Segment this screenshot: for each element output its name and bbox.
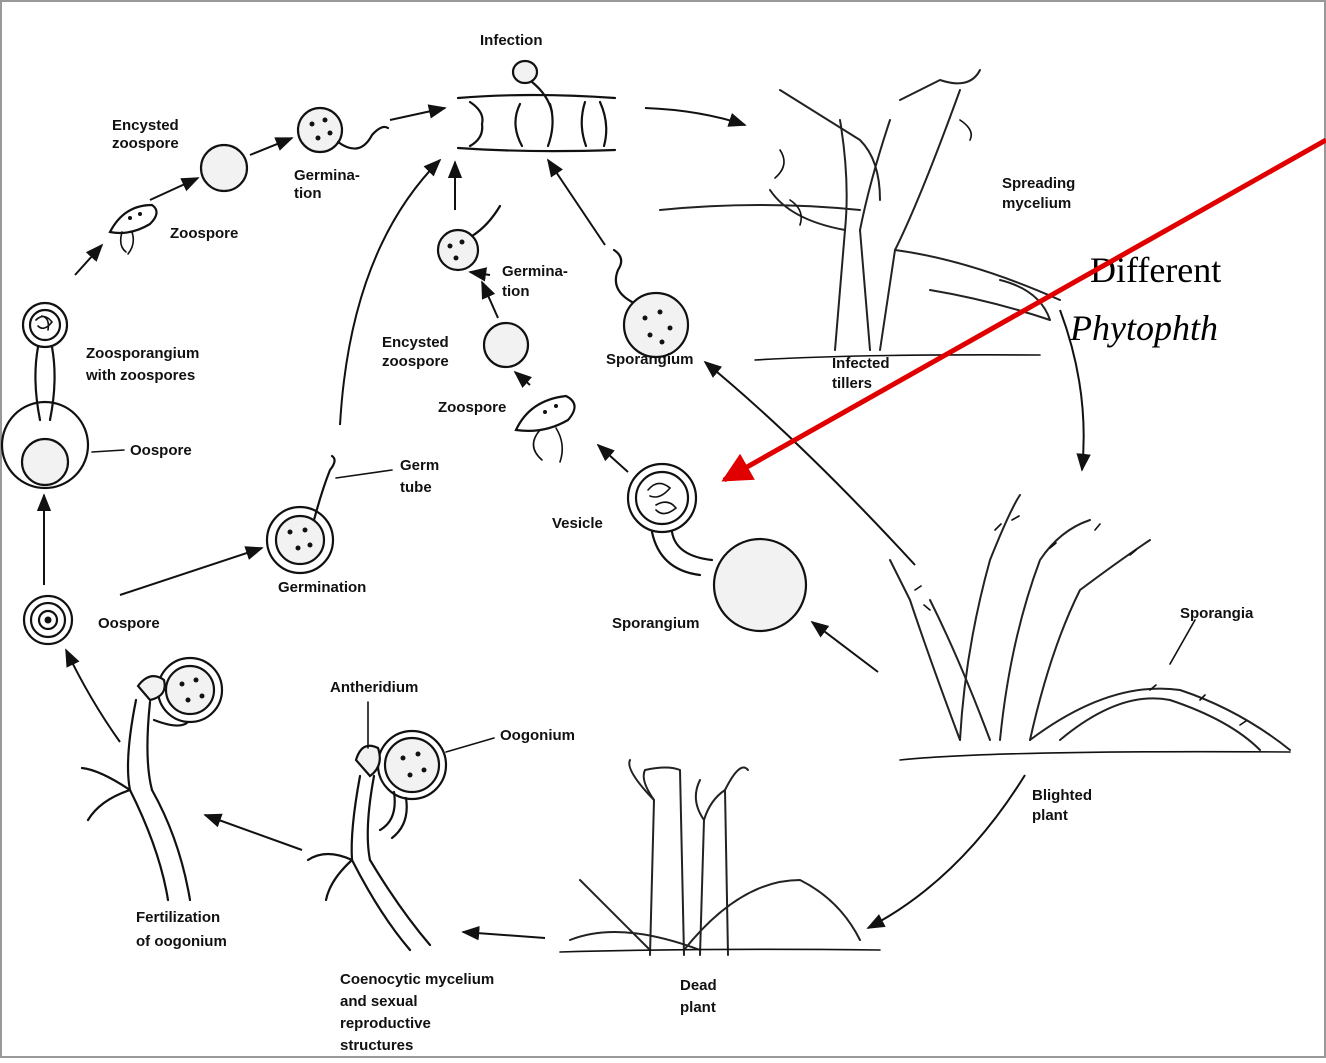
- label-germination-top-2: tion: [294, 185, 322, 202]
- label-encysted-zoospore-inner-1: Encysted: [382, 334, 449, 351]
- antheridium-oogonium: [308, 731, 446, 950]
- label-fertilization-2: of oogonium: [136, 933, 227, 950]
- label-blighted-plant-1: Blighted: [1032, 787, 1092, 804]
- label-dead-plant-1: Dead: [680, 977, 717, 994]
- encysted-zoospore-top-cell: [201, 145, 247, 191]
- label-infection: Infection: [480, 32, 543, 49]
- label-oospore-upper: Oospore: [130, 442, 192, 459]
- label-zoospore-left: Zoospore: [170, 225, 238, 242]
- dead-plant: [560, 760, 880, 955]
- label-dead-plant-2: plant: [680, 999, 716, 1016]
- label-germination-top-1: Germina-: [294, 167, 360, 184]
- infection-host-cells: [458, 61, 615, 151]
- zoospore-inner: [516, 396, 575, 462]
- label-sporangium-upper: Sporangium: [606, 351, 694, 368]
- oospore-lower-cell: [24, 596, 72, 644]
- label-spreading-mycelium-2: mycelium: [1002, 195, 1071, 212]
- label-germ-tube-2: tube: [400, 479, 432, 496]
- label-zoospore-inner: Zoospore: [438, 399, 506, 416]
- sporangium-upper-cell: [614, 250, 688, 357]
- label-zoosporangium-1: Zoosporangium: [86, 345, 199, 362]
- vesicle-sporangium: [628, 464, 806, 631]
- label-encysted-zoospore-top-1: Encysted: [112, 117, 179, 134]
- label-coenocytic-3: reproductive: [340, 1015, 431, 1032]
- callout-line-1: Different: [1090, 250, 1221, 290]
- callout-line-2: Phytophth: [1069, 308, 1218, 348]
- label-encysted-zoospore-top-2: zoospore: [112, 135, 179, 152]
- zoosporangium-left: [2, 303, 88, 488]
- label-infected-tillers-1: Infected: [832, 355, 890, 372]
- label-coenocytic-1: Coenocytic mycelium: [340, 971, 494, 988]
- label-oospore-lower: Oospore: [98, 615, 160, 632]
- label-infected-tillers-2: tillers: [832, 375, 872, 392]
- fertilization-structure: [82, 658, 222, 900]
- germinating-oospore: [267, 456, 335, 573]
- label-vesicle: Vesicle: [552, 515, 603, 532]
- label-oogonium: Oogonium: [500, 727, 575, 744]
- encysted-zoospore-inner-cell: [484, 323, 528, 367]
- label-coenocytic-2: and sexual: [340, 993, 418, 1010]
- zoospore-left: [110, 205, 157, 254]
- label-sporangium-lower: Sporangium: [612, 615, 700, 632]
- infected-tillers-plant: [660, 70, 1060, 360]
- germinating-cyst-top: [298, 108, 388, 152]
- label-germination-inner-2: tion: [502, 283, 530, 300]
- label-germination-inner-1: Germina-: [502, 263, 568, 280]
- leader-lines: [92, 450, 494, 752]
- label-germination-mid: Germination: [278, 579, 366, 596]
- germinating-cyst-inner: [438, 206, 500, 270]
- label-coenocytic-4: structures: [340, 1037, 413, 1054]
- label-spreading-mycelium-1: Spreading: [1002, 175, 1075, 192]
- label-antheridium: Antheridium: [330, 679, 418, 696]
- label-sporangia: Sporangia: [1180, 605, 1254, 622]
- label-encysted-zoospore-inner-2: zoospore: [382, 353, 449, 370]
- label-germ-tube-1: Germ: [400, 457, 439, 474]
- label-blighted-plant-2: plant: [1032, 807, 1068, 824]
- blighted-plant: [890, 495, 1290, 760]
- label-zoosporangium-2: with zoospores: [85, 367, 195, 384]
- label-fertilization-1: Fertilization: [136, 909, 220, 926]
